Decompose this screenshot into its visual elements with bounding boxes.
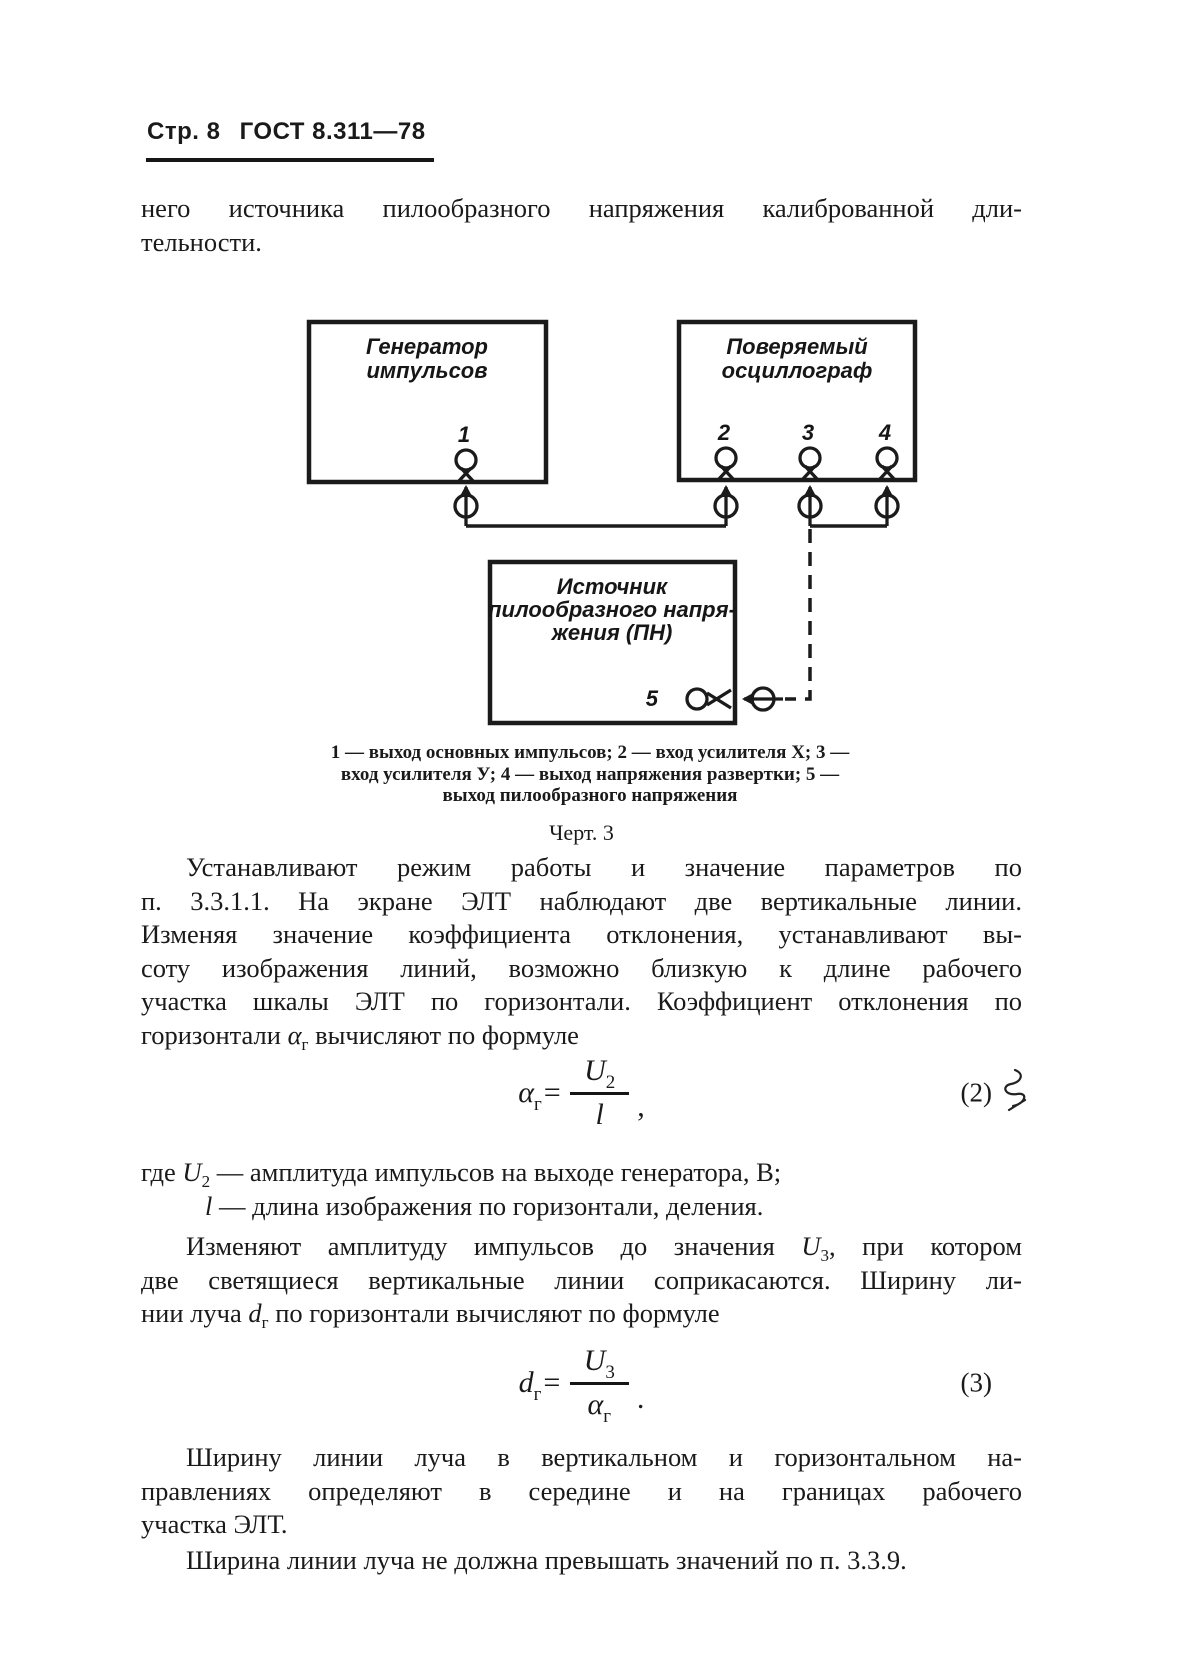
terminal-number-1: 1 — [458, 422, 470, 447]
fraction-numerator: U2 — [570, 1054, 630, 1095]
text-line: Устанавливают режим работы и значение па… — [186, 852, 1022, 882]
text-segment: — амплитуда импульсов на выходе генерато… — [210, 1157, 782, 1187]
terminal-1-socket-icon — [454, 448, 478, 484]
oscilloscope-label-line2: осциллограф — [722, 358, 873, 383]
terminal-number-4: 4 — [878, 420, 891, 445]
variable-alpha-g: α — [287, 1019, 302, 1050]
cable-plug-5-icon — [740, 686, 785, 712]
fraction-numerator: U3 — [569, 1344, 629, 1385]
generator-label-line1: Генератор — [366, 334, 488, 359]
terminal-4-socket-icon — [875, 446, 899, 482]
intro-paragraph: него источника пилообразного напряжения … — [141, 192, 1022, 259]
text-line: участка шкалы ЭЛТ по горизонтали. Коэффи… — [141, 986, 1022, 1016]
variable-u3: U — [801, 1231, 821, 1261]
figure-3-diagram: Генератор импульсов Поверяемый осциллогр… — [306, 319, 918, 726]
page-number-label: Стр. 8 — [147, 118, 221, 145]
dashed-cable-3-to-5 — [785, 529, 812, 701]
paragraph-amplitude: Изменяют амплитуду импульсов до значения… — [141, 1230, 1022, 1331]
text-line: правлениях определяют в середине и на гр… — [141, 1475, 1022, 1506]
formula-punctuation: . — [636, 1382, 645, 1415]
paragraph-width-limit: Ширина линии луча не должна превышать зн… — [141, 1544, 1022, 1578]
terminal-number-3: 3 — [802, 420, 814, 445]
text-line: него источника пилообразного напряжения … — [141, 193, 1022, 223]
terminal-number-5: 5 — [646, 686, 659, 711]
cable-plug-2-icon — [713, 483, 739, 528]
formula-punctuation: , — [637, 1090, 645, 1123]
variable-l: l — [205, 1190, 213, 1221]
source-label-line3: жения (ПН) — [551, 620, 673, 645]
terminal-3-socket-icon — [798, 446, 822, 482]
variable-u2: U — [182, 1157, 202, 1187]
text-line: l — длина изображения по горизонтали, де… — [141, 1190, 1022, 1224]
text-line: Изменяя значение коэффициента отклонения… — [141, 919, 1022, 949]
text-segment: где — [141, 1157, 183, 1187]
formula-2: αг= U2 l , (2) — [141, 1048, 1022, 1138]
text-line: соту изображения линий, возможно близкую… — [141, 952, 1022, 983]
oscilloscope-label-line1: Поверяемый — [726, 334, 868, 359]
fraction: U2 l — [570, 1054, 630, 1132]
generator-box — [306, 319, 549, 485]
text-segment: нии луча — [141, 1298, 249, 1328]
equation-number: (3) — [960, 1367, 992, 1398]
subscript: 3 — [820, 1246, 829, 1265]
text-segment: вычисляют по формуле — [308, 1019, 579, 1050]
text-segment: , при котором — [828, 1231, 1022, 1261]
text-line: горизонтали αг вычисляют по формуле — [141, 1019, 1022, 1053]
figure-number: Черт. 3 — [549, 820, 614, 845]
text-line: п. 3.3.1.1. На экране ЭЛТ наблюдают две … — [141, 885, 1022, 916]
fraction-denominator: l — [595, 1098, 604, 1131]
text-line: нии луча dг по горизонтали вычисляют по … — [141, 1297, 1022, 1331]
text-segment: по горизонтали вычисляют по формуле — [268, 1298, 720, 1328]
equation-number: (2) — [960, 1077, 992, 1108]
caption-line: вход усилителя У; 4 — выход напряжения р… — [340, 763, 840, 785]
standard-number: ГОСТ 8.311—78 — [239, 118, 426, 145]
formula-lhs: αг= — [518, 1076, 563, 1115]
text-segment: Изменяют амплитуду импульсов до значения — [186, 1231, 802, 1261]
caption-line: выход пилообразного напряжения — [442, 785, 738, 806]
paragraph-where: где U2 — амплитуда импульсов на выходе г… — [141, 1156, 1022, 1223]
subscript: г — [301, 1034, 309, 1054]
text-line: участка ЭЛТ. — [141, 1509, 288, 1539]
variable-d-g: d — [248, 1298, 262, 1328]
text-line: две светящиеся вертикальные линии соприк… — [141, 1264, 1022, 1295]
cable-plug-4-icon — [874, 483, 900, 528]
source-label-line2: пилообразного напря- — [488, 597, 736, 622]
generator-label-line2: импульсов — [366, 358, 487, 383]
paragraph-width-measure: Ширину линии луча в вертикальном и гориз… — [141, 1441, 1022, 1542]
fraction: U3 αг — [569, 1344, 629, 1427]
formula-lhs: dг= — [518, 1366, 562, 1405]
caption-line: 1 — выход основных импульсов; 2 — вход у… — [330, 742, 850, 763]
handwritten-mark — [1004, 1068, 1027, 1112]
source-label-line1: Источник — [557, 574, 669, 599]
text-line: где U2 — амплитуда импульсов на выходе г… — [141, 1156, 1022, 1190]
oscilloscope-box — [676, 319, 918, 483]
text-segment: горизонтали — [141, 1019, 288, 1050]
figure-caption: 1 — выход основных импульсов; 2 — вход у… — [240, 742, 940, 807]
subscript: г — [261, 1313, 269, 1332]
text-line: Изменяют амплитуду импульсов до значения… — [141, 1230, 1022, 1264]
header-underline — [146, 158, 434, 162]
cable-plug-3-icon — [797, 483, 823, 528]
subscript: 2 — [201, 1172, 211, 1191]
source-box — [487, 559, 738, 726]
page-header: Стр. 8 ГОСТ 8.311—78 — [147, 118, 426, 146]
text-segment: — длина изображения по горизонтали, деле… — [212, 1190, 764, 1221]
fraction-denominator: αг — [587, 1388, 612, 1427]
text-line: тельности. — [141, 226, 262, 257]
terminal-2-socket-icon — [714, 446, 738, 482]
text-line: Ширину линии луча в вертикальном и гориз… — [186, 1442, 1022, 1472]
text-line: Ширина линии луча не должна превышать зн… — [186, 1545, 907, 1575]
paragraph-setup: Устанавливают режим работы и значение па… — [141, 851, 1022, 1053]
formula-3: dг= U3 αг . (3) — [141, 1336, 1022, 1430]
terminal-5-socket-icon — [685, 687, 733, 711]
cable-plug-1-icon — [453, 483, 479, 528]
terminal-number-2: 2 — [717, 420, 731, 445]
